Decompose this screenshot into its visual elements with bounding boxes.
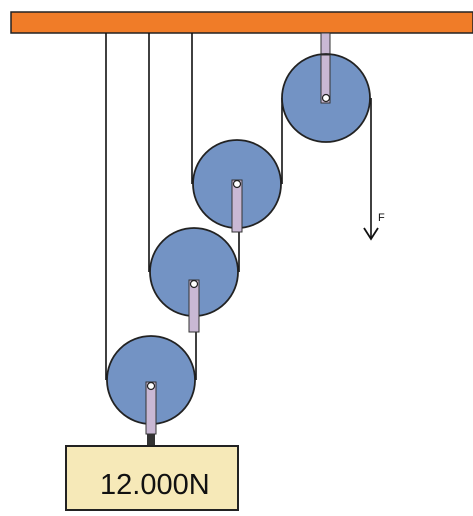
force-arrow-head bbox=[363, 227, 379, 241]
pulley-4-axle bbox=[146, 381, 156, 391]
load-label: 12.000N bbox=[100, 469, 210, 501]
force-label: F bbox=[378, 212, 385, 224]
load-box bbox=[65, 445, 239, 511]
ceiling-beam bbox=[10, 11, 473, 34]
pulley-2-axle bbox=[232, 179, 242, 189]
pulley-1-axle bbox=[321, 93, 331, 103]
load-hook bbox=[147, 434, 155, 446]
pulley-3-axle bbox=[189, 279, 199, 289]
top-pulley-bracket-front bbox=[320, 54, 331, 104]
